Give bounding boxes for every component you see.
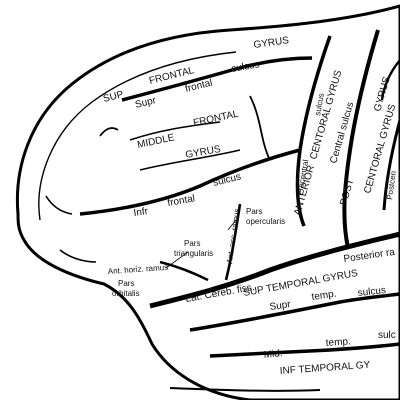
anterior-ascending-ramus [224,203,242,281]
label-frontal-infr: frontal [167,193,196,209]
label-pars-opercularis-2: opercularis [246,217,285,226]
precentral-sulcus [295,35,332,227]
label-sulcus-temp: sulcus [357,285,386,299]
label-pars-orbitalis-1: Pars [118,279,134,288]
label-sup: SUP [102,89,125,105]
label-sulc: sulc [378,330,396,341]
label-mid: Mid. [263,348,283,361]
label-infr: Infr [133,206,150,219]
label-pars-triangularis-1: Pars [184,239,200,248]
label-temp-1: temp. [311,289,337,303]
label-pars-opercularis-1: Pars [246,207,262,216]
label-supr-temp: Supr [269,299,292,313]
label-ant-horiz-ramus: Ant. horiz. ramus [108,263,169,276]
postcentral-sulcus [382,119,400,211]
inferior-frontal-sulcus [79,148,301,216]
label-supr: Supr [134,95,158,111]
label-gyrus-top: GYRUS [253,35,290,51]
label-sulcus-top: sulcus [231,59,261,75]
label-pars-triangularis-2: triangularis [174,249,213,258]
superior-frontal-sulcus [121,56,313,102]
anterior-horizontal-ramus [159,260,209,282]
lateral-cerebral-fissure [149,231,400,309]
label-postcentral: Postcen [385,170,398,200]
superior-temporal-sulcus [189,292,400,332]
label-temp-2: temp. [325,336,351,349]
middle-temporal-sulcus [209,342,400,358]
label-pars-orbitalis-2: orbitalis [112,289,140,298]
brain-contour [15,4,400,400]
label-precentral-2: sulcus [313,92,326,116]
central-sulcus [342,29,380,249]
